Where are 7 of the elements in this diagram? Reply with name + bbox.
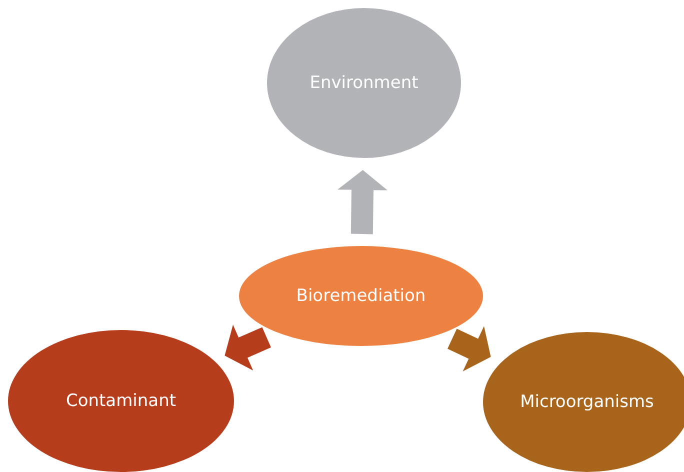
block-arrow: [224, 324, 271, 370]
node-label: Contaminant: [66, 391, 176, 411]
block-arrow: [338, 170, 388, 234]
block-arrow: [448, 326, 491, 372]
node-label: Environment: [310, 73, 418, 93]
node-label: Microorganisms: [520, 392, 654, 412]
node-label: Bioremediation: [296, 286, 426, 306]
